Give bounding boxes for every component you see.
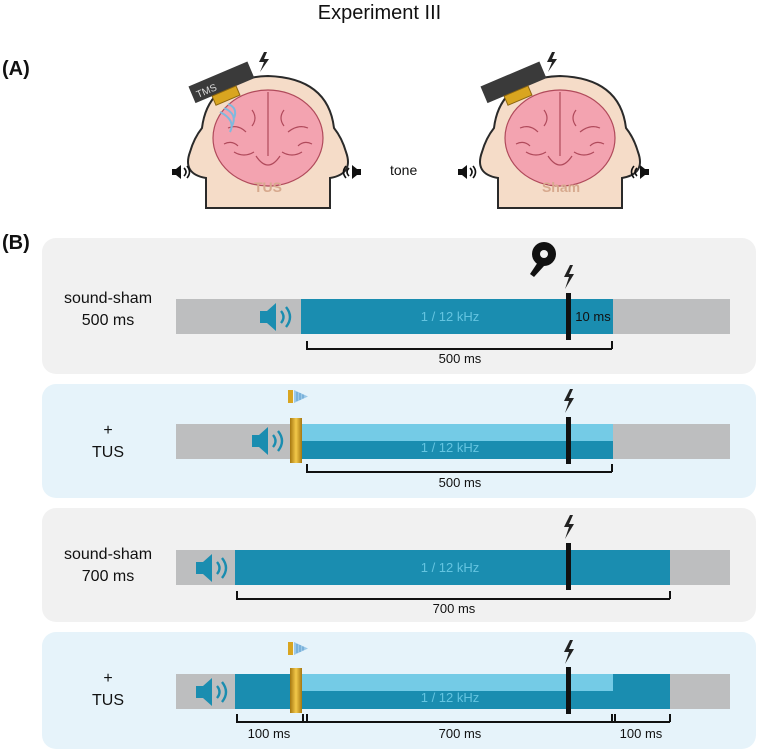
frequency-label: 1 / 12 kHz <box>420 690 480 705</box>
brain-icon <box>504 89 616 187</box>
lightning-icon <box>564 640 574 664</box>
ultrasound-transducer-icon <box>288 390 308 403</box>
figure-title: Experiment III <box>317 2 442 24</box>
tus-head-label: TUS <box>254 179 282 195</box>
speaker-icon <box>260 303 292 331</box>
duration-label: 100 ms <box>619 726 663 741</box>
duration-label: 500 ms <box>438 475 482 490</box>
bracket-tick <box>611 341 613 349</box>
ultrasound-transducer-icon <box>288 642 308 655</box>
lightning-icon <box>547 52 557 72</box>
transducer-icon <box>290 668 302 713</box>
speaker-icon <box>252 427 284 455</box>
tus-head-illustration: TMS <box>187 52 349 209</box>
duration-label: 100 ms <box>247 726 291 741</box>
tms-trigger-icon <box>530 242 556 277</box>
condition-line1: sound-sham <box>63 290 153 307</box>
panel-b-label: (B) <box>2 232 30 254</box>
tone-bar <box>235 550 670 585</box>
condition-line1: sound-sham <box>63 546 153 563</box>
duration-bracket <box>236 598 670 600</box>
bracket-tick <box>236 591 238 599</box>
tus-bar <box>301 424 613 441</box>
duration-label: 700 ms <box>432 601 476 616</box>
speaker-icon <box>630 165 649 179</box>
tms-coil-icon <box>188 61 255 106</box>
lightning-icon <box>564 265 574 289</box>
pulse-duration-label: 10 ms <box>575 309 611 324</box>
bracket-tick <box>669 714 671 722</box>
bracket-tick <box>614 714 616 722</box>
bracket-tick <box>611 464 613 472</box>
bracket-tick <box>302 714 304 722</box>
bracket-tick <box>611 714 613 722</box>
bracket-tick <box>306 714 308 722</box>
condition-line1: + <box>103 422 113 439</box>
condition-line1: + <box>103 670 113 687</box>
condition-label: + TUS <box>48 420 168 464</box>
speaker-icon <box>196 554 228 582</box>
ultrasound-waves-icon <box>219 103 237 133</box>
condition-line2: 700 ms <box>81 568 135 585</box>
speaker-icon <box>172 165 191 179</box>
bracket-tick <box>306 464 308 472</box>
speaker-icon <box>196 678 228 706</box>
duration-bracket <box>306 471 612 473</box>
tms-pulse-marker <box>566 417 571 464</box>
tms-coil-icon <box>480 61 547 106</box>
speaker-icon <box>342 165 361 179</box>
transducer-icon <box>503 85 533 106</box>
duration-label: 500 ms <box>438 351 482 366</box>
bracket-tick <box>669 591 671 599</box>
transducer-icon <box>290 418 302 463</box>
speaker-icon <box>458 165 477 179</box>
frequency-label: 1 / 12 kHz <box>420 309 480 324</box>
condition-label: + TUS <box>48 668 168 712</box>
lightning-icon <box>564 515 574 539</box>
panel-a-label: (A) <box>2 58 30 80</box>
condition-label: sound-sham 700 ms <box>48 544 168 588</box>
transducer-icon <box>211 85 241 106</box>
frequency-label: 1 / 12 kHz <box>420 440 480 455</box>
duration-label: 700 ms <box>438 726 482 741</box>
bracket-tick <box>306 341 308 349</box>
tone-bar <box>301 299 613 334</box>
bracket-tick <box>236 714 238 722</box>
duration-bracket <box>306 348 612 350</box>
tms-pulse-marker <box>566 543 571 590</box>
tone-label: tone <box>390 162 418 178</box>
duration-bracket <box>236 721 670 723</box>
condition-line2: TUS <box>92 692 124 709</box>
sham-head-label: Sham <box>541 179 581 195</box>
tms-pulse-marker <box>566 667 571 714</box>
condition-line2: TUS <box>92 444 124 461</box>
lightning-icon <box>564 389 574 413</box>
frequency-label: 1 / 12 kHz <box>420 560 480 575</box>
condition-label: sound-sham 500 ms <box>48 288 168 332</box>
tus-bar <box>301 674 613 691</box>
lightning-icon <box>259 52 269 72</box>
condition-line2: 500 ms <box>81 312 135 329</box>
sham-head-illustration <box>479 52 641 209</box>
brain-icon <box>212 89 324 187</box>
tms-pulse-marker <box>566 293 571 340</box>
